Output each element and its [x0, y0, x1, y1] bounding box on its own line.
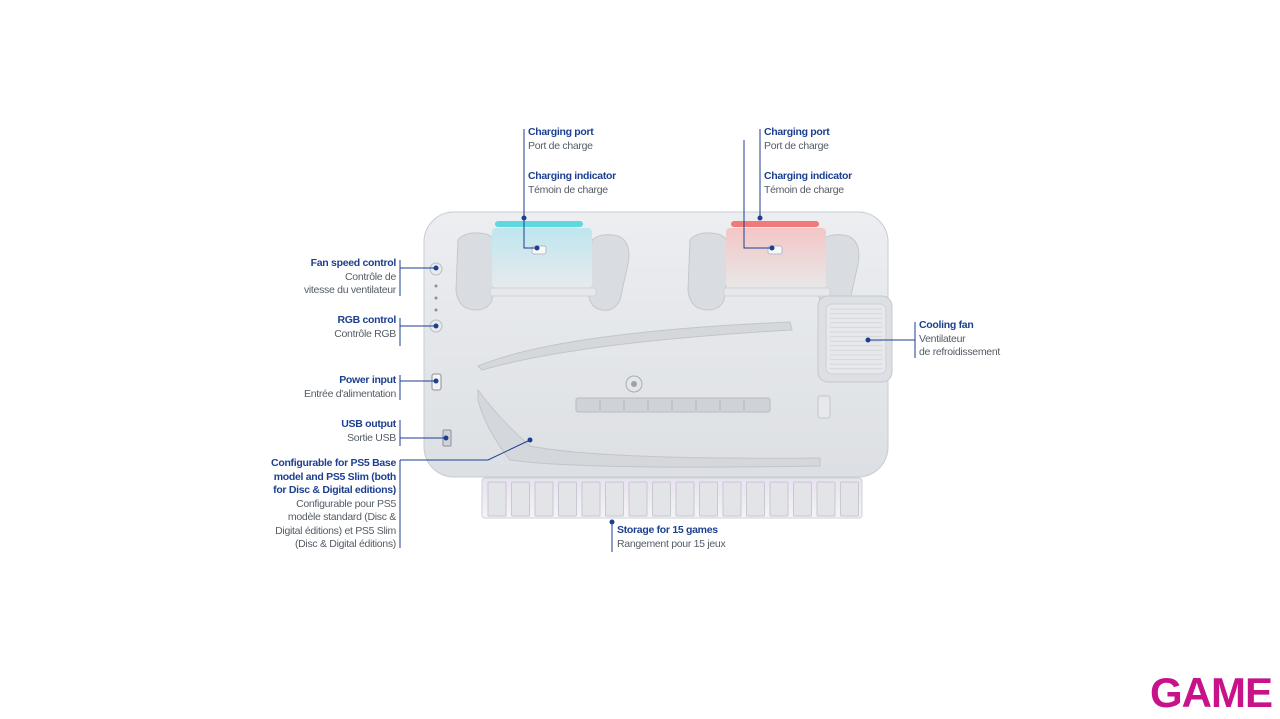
- game-slot: [652, 481, 671, 517]
- callout-title: Charging indicator: [528, 170, 616, 182]
- left-controller-cradle: [455, 228, 630, 311]
- charging-indicator-right-label: Charging indicator Témoin de charge: [764, 170, 852, 197]
- callout-title: Configurable for PS5 Base: [271, 457, 396, 469]
- game-slot: [605, 481, 624, 517]
- left-charging-indicator: [495, 221, 583, 227]
- callout-title: Charging port: [528, 126, 594, 138]
- game-slot: [628, 481, 648, 517]
- callout-title: model and PS5 Slim (both: [273, 470, 397, 483]
- callout-title: Fan speed control: [310, 257, 397, 269]
- callout-subtitle: Port de charge: [528, 139, 593, 152]
- game-logo: GAME: [1150, 669, 1273, 716]
- callout-title: Charging port: [764, 126, 830, 138]
- game-slot: [746, 481, 765, 517]
- usb-output-label: USB output Sortie USB: [341, 418, 396, 445]
- callout-title: RGB control: [337, 314, 396, 326]
- right-charging-indicator: [731, 221, 819, 227]
- game-slot: [558, 481, 577, 517]
- rgb-control-label: RGB control Contrôle RGB: [334, 314, 396, 341]
- callout-subtitle: vitesse du ventilateur: [303, 284, 396, 296]
- console-base-guides: [477, 321, 831, 468]
- callout-subtitle: Configurable pour PS5: [296, 497, 396, 510]
- callout-subtitle: Témoin de charge: [764, 183, 844, 196]
- game-slot: [534, 481, 554, 517]
- callout-subtitle: Entrée d'alimentation: [303, 387, 396, 400]
- game-slot: [487, 481, 507, 517]
- callout-title: Cooling fan: [919, 319, 974, 331]
- callout-title: USB output: [341, 418, 396, 430]
- callout-leader-lines: [399, 129, 916, 552]
- charging-indicator-left-label: Charging indicator Témoin de charge: [528, 170, 616, 197]
- callout-subtitle: (Disc & Digital éditions): [294, 538, 396, 550]
- callout-title: Charging indicator: [764, 170, 852, 182]
- configurable-label: Configurable for PS5 Base model and PS5 …: [271, 457, 396, 552]
- cooling-fan-module: [817, 295, 893, 383]
- callout-subtitle: Digital éditions) et PS5 Slim: [275, 524, 396, 537]
- game-slot: [581, 481, 601, 517]
- callout-dots: [433, 215, 871, 525]
- callout-subtitle: Contrôle RGB: [334, 327, 396, 340]
- game-slot: [769, 481, 789, 517]
- callout-title: Power input: [339, 374, 396, 386]
- callout-subtitle: Sortie USB: [347, 431, 396, 444]
- game-slot: [699, 481, 718, 517]
- game-slot: [816, 481, 836, 517]
- game-slot: [793, 481, 812, 517]
- fan-speed-label: Fan speed control Contrôle de vitesse du…: [304, 257, 396, 298]
- game-slot: [722, 481, 742, 517]
- right-controller-cradle: [687, 228, 860, 311]
- game-storage-rack: [481, 477, 863, 519]
- power-input-label: Power input Entrée d'alimentation: [304, 374, 396, 401]
- callout-subtitle: Ventilateur: [919, 332, 966, 345]
- game-slot: [675, 481, 695, 517]
- callout-title: for Disc & Digital editions): [273, 484, 396, 496]
- charging-port-right-label: Charging port Port de charge: [764, 126, 830, 153]
- callout-subtitle: Contrôle de: [345, 270, 396, 283]
- charging-port-left-label: Charging port Port de charge: [528, 126, 594, 153]
- callout-subtitle: Rangement pour 15 jeux: [617, 537, 726, 550]
- callout-title: Storage for 15 games: [617, 524, 718, 536]
- callout-subtitle: Témoin de charge: [528, 183, 608, 196]
- storage-label: Storage for 15 games Rangement pour 15 j…: [617, 524, 726, 551]
- callout-subtitle: de refroidissement: [919, 346, 1000, 358]
- game-slot: [840, 481, 859, 517]
- cooling-fan-label: Cooling fan Ventilateur de refroidisseme…: [919, 319, 1000, 360]
- callout-subtitle: Port de charge: [764, 139, 829, 152]
- callout-subtitle: modèle standard (Disc &: [287, 511, 396, 523]
- game-slot: [511, 481, 530, 517]
